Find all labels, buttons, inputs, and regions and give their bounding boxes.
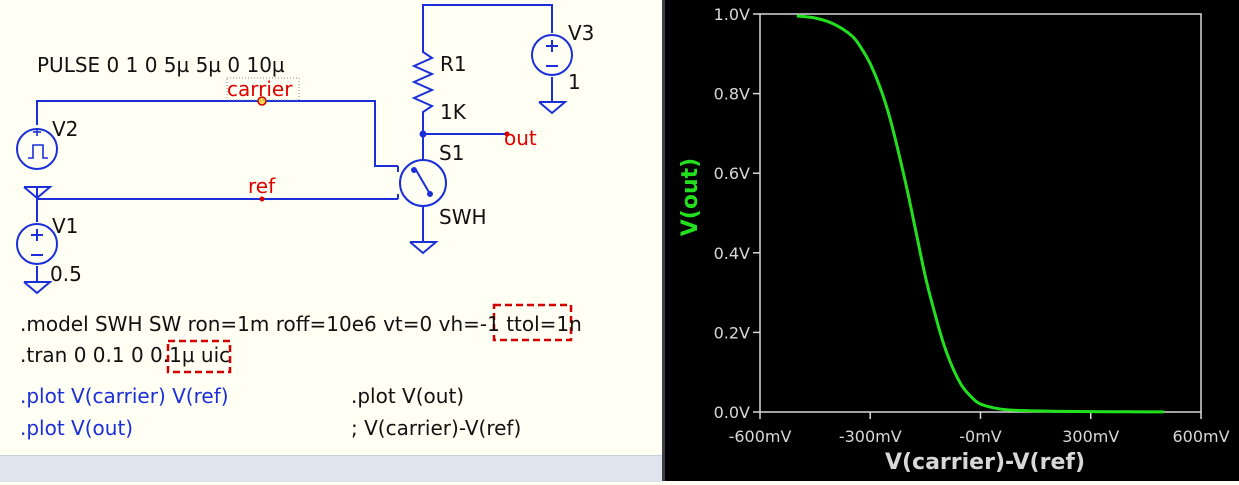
schematic-scrollbar[interactable] <box>0 455 662 482</box>
x-tick-label: 600mV <box>1172 427 1229 446</box>
x-tick-label: -600mV <box>729 427 792 446</box>
model-directive-prefix: .model SWH SW ron=1m roff=10e6 vt=0 <box>20 312 439 336</box>
tran-directive[interactable]: .tran 0 0.1 0 0.1µ uic <box>20 345 230 365</box>
schematic-wires <box>16 4 573 374</box>
y-axis-label[interactable]: V(out) <box>678 158 703 236</box>
s1-name[interactable]: S1 <box>439 141 465 165</box>
model-directive-suffix: ttol=1n <box>499 312 582 336</box>
waveform-chart[interactable]: 0.0V 0.2V 0.4V 0.6V 0.8V 1.0V -600mV -300mV -0m… <box>665 0 1239 481</box>
plot-area-frame <box>759 13 1202 413</box>
y-tick-label: 0.2V <box>714 323 750 342</box>
tran-step-param: 0.1µ <box>150 343 195 367</box>
v2-name[interactable]: V2 <box>52 117 79 141</box>
pulse-directive[interactable]: PULSE 0 1 0 5µ 5µ 0 10µ <box>37 53 285 77</box>
y-tick-label: 0.4V <box>714 244 750 263</box>
tran-directive-suffix: uic <box>194 343 231 367</box>
v1-name[interactable]: V1 <box>52 214 79 238</box>
net-label-ref[interactable]: ref <box>248 174 276 198</box>
model-directive[interactable]: .model SWH SW ron=1m roff=10e6 vt=0 vh=-… <box>20 314 582 334</box>
series-line-v-out[interactable] <box>796 14 1165 414</box>
r1-name[interactable]: R1 <box>440 52 467 76</box>
tran-directive-prefix: .tran 0 0.1 0 <box>20 343 151 367</box>
plot-directive-carrier-ref[interactable]: .plot V(carrier) V(ref) <box>20 384 229 408</box>
x-axis-label: V(carrier)-V(ref) <box>885 450 1085 475</box>
model-vh-param: vh=-1 <box>438 312 500 336</box>
y-tick-label: 0.6V <box>714 164 750 183</box>
x-tick-label: -0mV <box>959 427 1002 446</box>
y-tick-label: 0.8V <box>714 85 750 104</box>
s1-model[interactable]: SWH <box>439 205 487 229</box>
net-label-carrier[interactable]: carrier <box>227 77 293 101</box>
r1-value[interactable]: 1K <box>440 100 466 124</box>
waveform-viewer[interactable]: 0.0V 0.2V 0.4V 0.6V 0.8V 1.0V -600mV -300mV -0m… <box>665 0 1239 481</box>
schematic-canvas[interactable]: PULSE 0 1 0 5µ 5µ 0 10µ carrier ref out … <box>0 0 662 455</box>
v3-name[interactable]: V3 <box>568 21 595 45</box>
comment-plot-out[interactable]: .plot V(out) <box>351 384 465 408</box>
v1-value[interactable]: 0.5 <box>50 262 82 286</box>
x-tick-label: 300mV <box>1062 427 1119 446</box>
net-label-out[interactable]: out <box>504 126 537 150</box>
pane-divider[interactable] <box>662 0 665 481</box>
plot-directive-out[interactable]: .plot V(out) <box>20 416 134 440</box>
v3-value[interactable]: 1 <box>568 70 581 94</box>
comment-expression[interactable]: ; V(carrier)-V(ref) <box>351 416 522 440</box>
y-tick-label: 1.0V <box>714 5 750 24</box>
x-tick-label: -300mV <box>839 427 902 446</box>
y-tick-label: 0.0V <box>714 403 750 422</box>
